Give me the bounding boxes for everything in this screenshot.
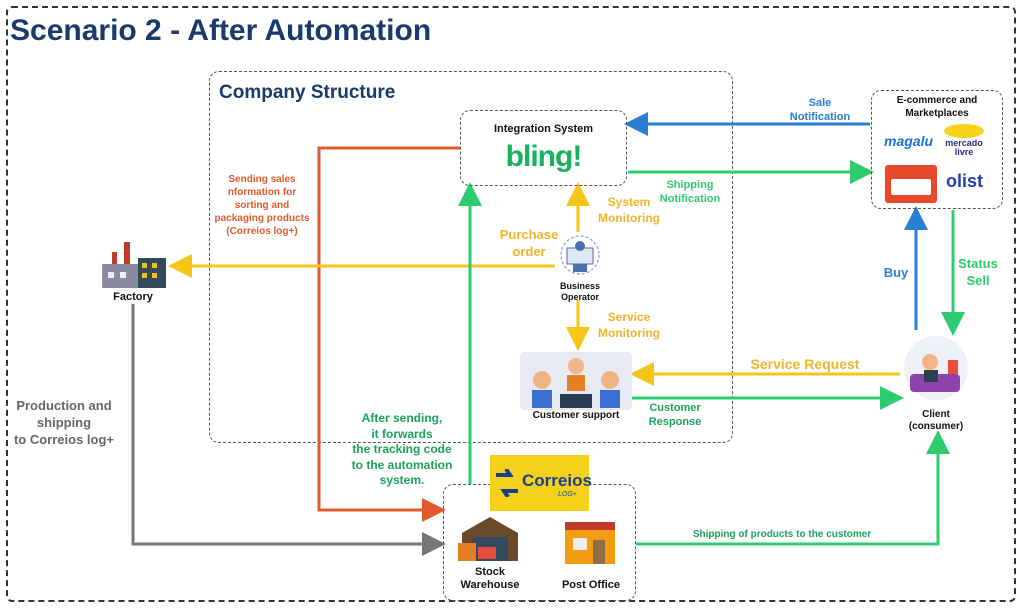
client-icon (900, 334, 972, 402)
store-icon (885, 165, 937, 203)
arrow-production (131, 304, 446, 556)
annotation-status-sell: Status Sell (958, 256, 998, 288)
business-operator-icon (557, 234, 603, 276)
stock-line2: Warehouse (460, 579, 520, 591)
company-structure-title: Company Structure (219, 82, 396, 103)
page-title: Scenario 2 - After Automation (10, 14, 432, 47)
correios-arrows-icon (496, 469, 518, 497)
diagram-frame (6, 6, 1016, 602)
customer-support-icon (520, 352, 632, 410)
annotation-sending-sales: Sending sales nformation for sorting and… (214, 174, 310, 237)
ecommerce-title-line2: Marketplaces (905, 108, 969, 119)
mercado-livre-icon (944, 124, 984, 138)
annotation-production: Production and shipping to Correios log+ (13, 398, 115, 447)
annotation-service-request: Service Request (750, 356, 860, 372)
annotation-shipping-notification: Shipping Notification (659, 179, 721, 206)
annotation-purchase-order: Purchase order (499, 227, 559, 259)
ecommerce-box (871, 90, 1003, 209)
stock-warehouse-icon (458, 515, 522, 561)
arrow-sales-info (317, 146, 460, 522)
correios-logo: Correios LOG+ (490, 455, 592, 511)
integration-system-box (460, 110, 627, 186)
client-line2: (consumer) (908, 421, 964, 432)
annotation-shipping-products: Shipping of products to the customer (692, 529, 872, 540)
stock-line1: Stock (475, 566, 505, 578)
annotation-buy: Buy (883, 265, 909, 280)
annotation-service-monitoring: Service Monitoring (598, 310, 660, 340)
client-line1: Client (922, 409, 950, 420)
annotation-after-sending: After sending, it forwards the tracking … (351, 411, 453, 488)
magalu-logo: magalu (884, 133, 934, 149)
annotation-system-monitoring: System Monitoring (598, 195, 660, 225)
annotation-sale-notification: Sale Notification (789, 97, 851, 124)
post-office-label: Post Office (561, 579, 621, 591)
factory-label: Factory (113, 291, 153, 303)
arrow-shipping-products (636, 430, 950, 546)
olist-logo: olist (946, 171, 984, 191)
customer-support-label: Customer support (532, 410, 620, 421)
integration-system-title: Integration System (493, 123, 594, 135)
business-operator-line1: Business (559, 281, 601, 291)
factory-icon (98, 236, 168, 288)
ecommerce-title-line1: E-commerce and (896, 95, 978, 106)
bling-logo: bling! (505, 140, 583, 173)
business-operator-line2: Operator (560, 292, 599, 302)
annotation-customer-response: Customer Response (648, 402, 702, 429)
post-office-icon (563, 520, 617, 564)
